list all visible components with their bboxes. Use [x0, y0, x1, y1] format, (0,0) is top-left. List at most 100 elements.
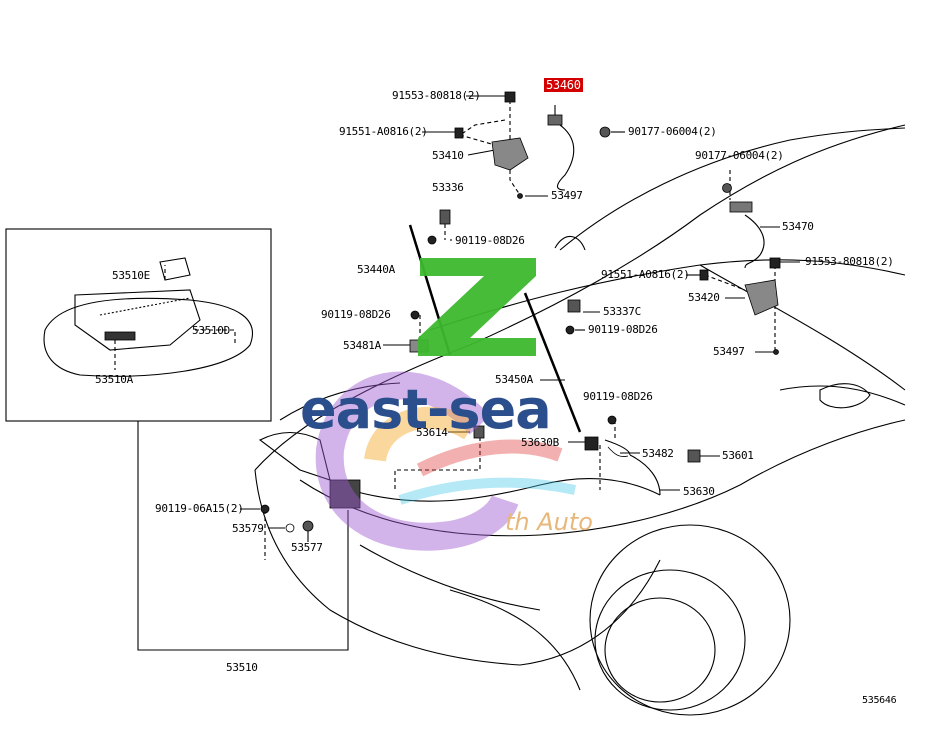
switch-cable-53470 [744, 214, 765, 269]
cable-53482 [629, 454, 661, 496]
wheel-arch [589, 524, 791, 716]
leader-53510d [195, 329, 236, 345]
bolt-91551-right [699, 269, 709, 281]
part-label-53630: 53630 [683, 485, 715, 498]
bolt-90119-a [427, 235, 437, 245]
bracket-53481a [409, 339, 429, 353]
part-label-91551-top: 91551-A0816(2) [339, 125, 428, 138]
part-label-53579: 53579 [232, 522, 264, 535]
rim-outline [604, 597, 716, 703]
cable-53482 [607, 446, 629, 457]
part-label-53497-top: 53497 [551, 189, 583, 202]
part-label-53510e: 53510E [112, 269, 150, 282]
switch-53460 [547, 114, 563, 126]
part-label-53470: 53470 [782, 220, 814, 233]
windshield-line [559, 127, 906, 251]
part-label-90119-b: 90119-08D26 [588, 323, 658, 336]
fender-top-line [699, 264, 906, 391]
part-label-53440a: 53440A [357, 263, 395, 276]
latch-body-outline [74, 289, 201, 351]
part-label-53510d: 53510D [192, 324, 230, 337]
lock-assy-53510 [329, 479, 361, 509]
bracket-53337c [567, 299, 581, 313]
tire-outline [594, 569, 746, 711]
clip-53497-top [517, 193, 523, 199]
part-label-53614: 53614 [416, 426, 448, 439]
release-cable-53630 [349, 478, 661, 502]
fog-lamp-line [449, 589, 581, 691]
part-label-53510a: 53510A [95, 373, 133, 386]
bumper-outline [254, 469, 521, 666]
switch-cable-53460 [556, 124, 575, 191]
hinge-53420 [744, 279, 779, 316]
mirror-outline [554, 236, 586, 251]
bolt-90119-d [607, 415, 617, 425]
bolt-90119-e [260, 504, 270, 514]
grille-lower-line [359, 544, 541, 611]
latch-lever-outline [159, 257, 191, 281]
hood-front-line [279, 382, 401, 421]
part-label-53420: 53420 [688, 291, 720, 304]
strut-53440a [408, 224, 452, 356]
bolt-91553-right [769, 257, 781, 269]
part-label-53337c: 53337C [603, 305, 641, 318]
nut-90177-right [722, 183, 732, 193]
latch-part-53510a [104, 331, 136, 341]
clip-53601 [687, 449, 701, 463]
part-label-91553-top: 91553-80818(2) [392, 89, 481, 102]
part-label-53481a: 53481A [343, 339, 381, 352]
leader-91551-right [704, 274, 746, 291]
cable-clip [604, 439, 631, 456]
tick-53410 [467, 149, 496, 156]
part-label-53630b: 53630B [521, 436, 559, 449]
clip-53497-right [773, 349, 779, 355]
leader-53614 [394, 430, 481, 490]
bracket-53336 [439, 209, 451, 225]
leader-bracket [459, 119, 506, 136]
hinge-53410 [491, 137, 529, 171]
diagram-code: 535646 [862, 695, 897, 706]
part-label-53450a: 53450A [495, 373, 533, 386]
door-line [779, 385, 906, 406]
latch-detail-box [5, 228, 272, 422]
leader-91553 [509, 100, 521, 196]
part-label-53410: 53410 [432, 149, 464, 162]
fender-line [739, 419, 906, 486]
support-53614 [473, 425, 485, 439]
part-label-53510: 53510 [226, 661, 258, 674]
headlamp-outline [258, 432, 331, 481]
bolt-91553-top [504, 91, 516, 103]
watermark-sub-text: th Auto [505, 508, 593, 536]
part-label-90119-d: 90119-08D26 [583, 390, 653, 403]
nut-90177-top [599, 126, 611, 138]
latch-spring [99, 297, 191, 316]
part-label-90177-top: 90177-06004(2) [628, 125, 717, 138]
switch-53470 [729, 201, 753, 213]
bumper-53577 [302, 520, 314, 532]
watermark-brand-text: east-sea [300, 378, 552, 441]
part-label-90119-e: 90119-06A15(2) [155, 502, 244, 515]
clamp-53630b [584, 436, 599, 451]
part-label-91553-right: 91553-80818(2) [805, 255, 894, 268]
bolt-91551-top [454, 127, 464, 139]
part-label-91551-right: 91551-A0816(2) [601, 268, 690, 281]
part-label-53460: 53460 [544, 78, 583, 92]
bolt-90119-c [410, 310, 420, 320]
hood-edge-line [254, 124, 906, 471]
part-label-90119-c: 90119-08D26 [321, 308, 391, 321]
cushion-53579 [285, 523, 295, 533]
latch-leader-line [137, 421, 349, 651]
part-label-90119-a: 90119-08D26 [455, 234, 525, 247]
part-label-90177-right: 90177-06004(2) [695, 149, 784, 162]
part-label-53601: 53601 [722, 449, 754, 462]
part-label-53482: 53482 [642, 447, 674, 460]
side-mirror-outline [819, 383, 871, 409]
leader-91551 [459, 134, 496, 146]
latch-plate-outline [43, 297, 254, 377]
part-label-53497-right: 53497 [713, 345, 745, 358]
part-label-53577: 53577 [291, 541, 323, 554]
highlighted-part-number: 53460 [544, 78, 583, 92]
bolt-90119-b [565, 325, 575, 335]
